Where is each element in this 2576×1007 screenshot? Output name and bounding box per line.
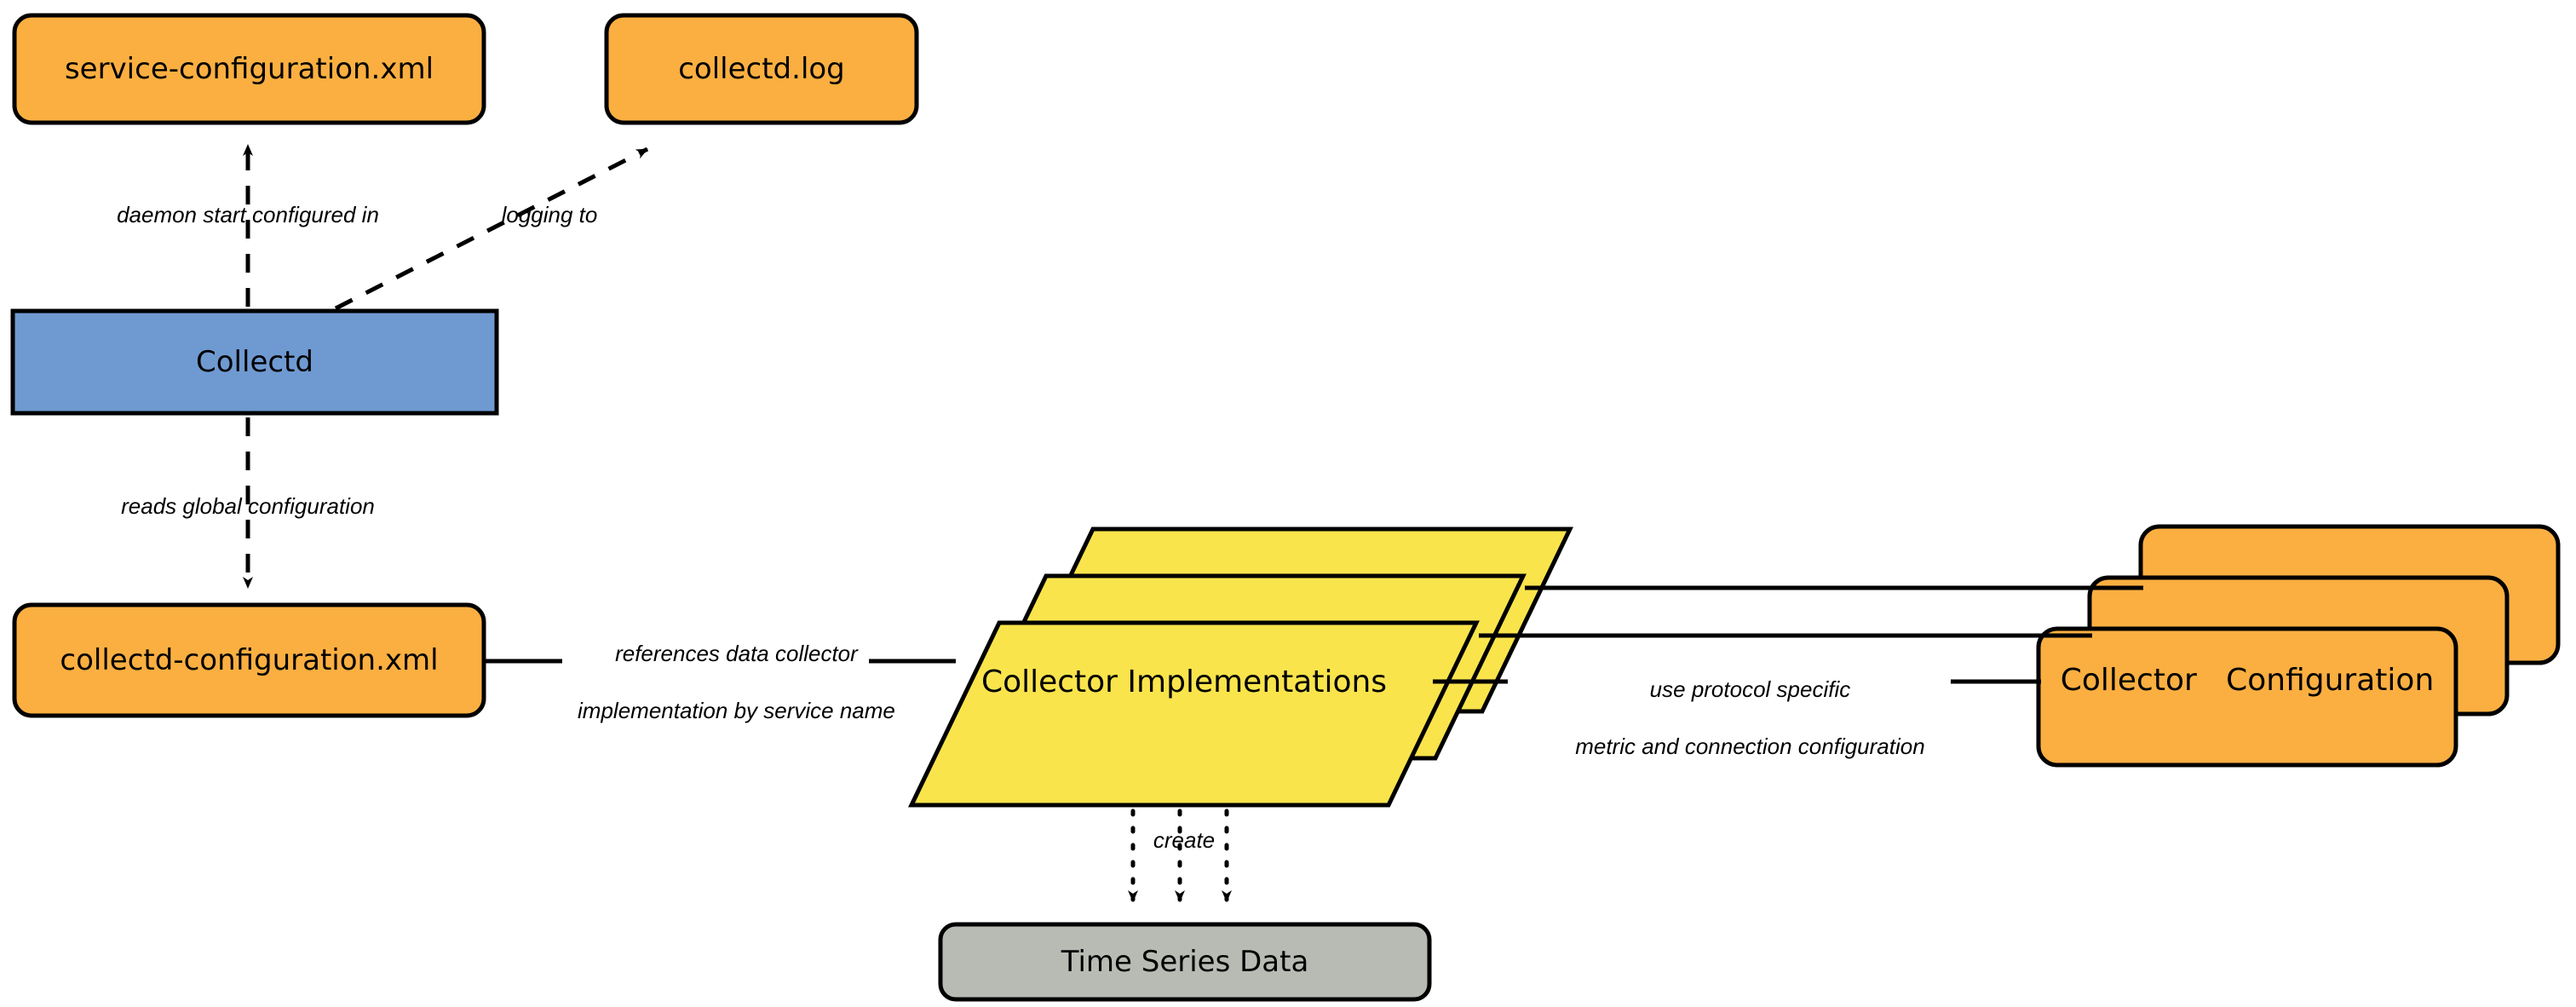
edge-logging-to bbox=[334, 147, 649, 311]
edge-create bbox=[1128, 808, 1232, 904]
node-collector-implementations[interactable] bbox=[908, 527, 1573, 808]
node-collector-configuration[interactable] bbox=[2036, 524, 2561, 768]
node-collectd-configuration[interactable] bbox=[12, 602, 486, 718]
node-time-series-data[interactable] bbox=[938, 922, 1432, 1002]
node-collectd-log[interactable] bbox=[604, 13, 919, 125]
config-card-front bbox=[2036, 626, 2458, 768]
edge-use-protocol-specific bbox=[1433, 585, 2143, 684]
node-collectd[interactable] bbox=[10, 308, 499, 416]
node-service-configuration[interactable] bbox=[12, 13, 486, 125]
parallelogram-front bbox=[908, 620, 1480, 808]
